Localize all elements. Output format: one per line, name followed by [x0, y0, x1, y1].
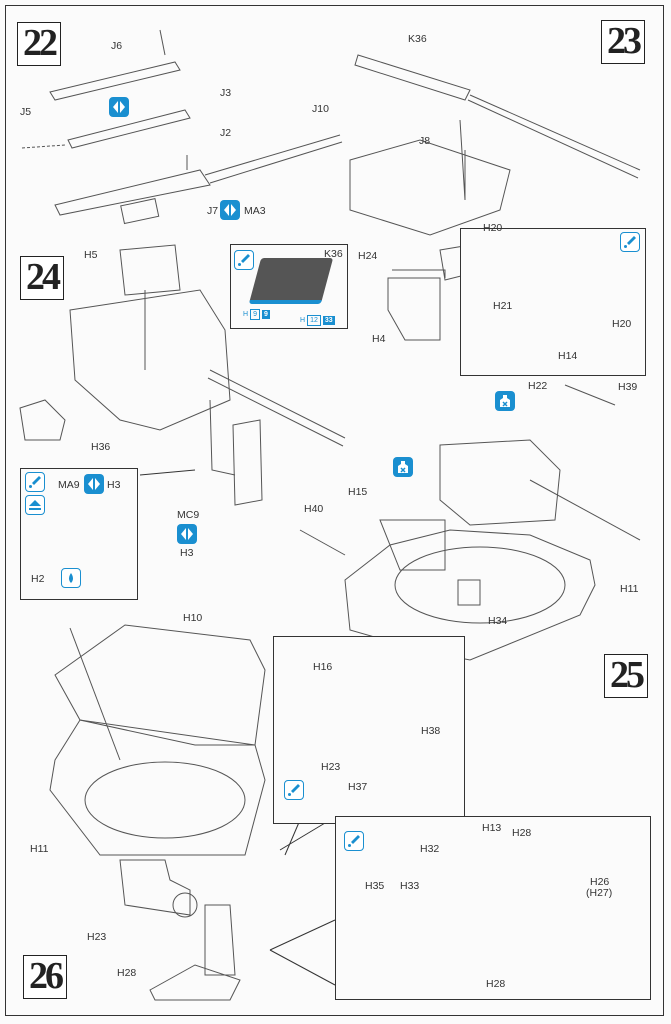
label-k36: K36	[408, 33, 427, 45]
attach-both-sides-icon	[84, 474, 104, 494]
label-h14: H14	[558, 350, 578, 362]
step-number-24: 24	[20, 256, 64, 300]
label-j10: J10	[312, 103, 329, 115]
page-frame	[5, 5, 664, 1016]
label-h37: H37	[348, 781, 368, 793]
label-h13: H13	[482, 822, 502, 834]
paint-brush-icon	[234, 250, 254, 270]
paint-brush-icon	[344, 831, 364, 851]
label-h20: H20	[483, 222, 503, 234]
paint-code-left: H 9 9	[243, 309, 270, 320]
part-k36-gun	[349, 54, 641, 236]
label-h10: H10	[183, 612, 203, 624]
label-h5: H5	[84, 249, 98, 261]
paint-brush-icon	[284, 780, 304, 800]
do-not-glue-icon	[393, 457, 413, 477]
label-h40: H40	[304, 503, 324, 515]
label-ma9: MA9	[58, 479, 80, 491]
label-h27: (H27)	[586, 887, 613, 899]
attach-both-sides-icon	[109, 97, 129, 117]
part-h36	[19, 399, 66, 441]
label-h24: H24	[358, 250, 378, 262]
callout-seat-assembly	[335, 816, 651, 1000]
part-h11-ring	[299, 384, 641, 661]
attach-both-sides-icon	[177, 524, 197, 544]
face-up-icon	[25, 495, 45, 515]
part-receiver-step24	[69, 244, 346, 447]
label-h11: H11	[620, 583, 639, 595]
part-h4	[387, 269, 446, 341]
step-number-23: 23	[601, 20, 645, 64]
label-h34: H34	[488, 615, 508, 627]
label-h28-turret: H28	[117, 967, 137, 979]
label-k36-callout: K36	[324, 248, 343, 260]
label-h26: H26	[590, 876, 610, 888]
glue-drop-icon	[61, 568, 81, 588]
paint-brush-icon	[620, 232, 640, 252]
callout-h16-h23-h38	[273, 636, 465, 824]
label-h28-bottom: H28	[486, 978, 506, 990]
label-ma3: MA3	[244, 205, 266, 217]
step-number-26: 26	[23, 955, 67, 999]
step-number-22: 22	[17, 22, 61, 66]
label-h15: H15	[348, 486, 368, 498]
label-h39: H39	[618, 381, 638, 393]
label-j5: J5	[20, 106, 32, 118]
label-h36: H36	[91, 441, 111, 453]
label-h3: H3	[180, 547, 194, 559]
part-k36-box-illustration	[248, 258, 334, 304]
label-h33: H33	[400, 880, 420, 892]
label-h20-callout: H20	[612, 318, 632, 330]
part-j2	[21, 109, 191, 149]
label-h2: H2	[31, 573, 45, 585]
paint-brush-icon	[25, 472, 45, 492]
label-j8: J8	[419, 135, 431, 147]
label-j6: J6	[111, 40, 123, 52]
label-h16: H16	[313, 661, 333, 673]
label-h23-callout: H23	[321, 761, 341, 773]
label-j7: J7	[207, 205, 219, 217]
label-h28-top: H28	[512, 827, 532, 839]
paint-code-right: H 12 33	[300, 315, 335, 326]
step-number-25: 25	[604, 654, 648, 698]
label-j3: J3	[220, 87, 232, 99]
label-mc9: MC9	[177, 509, 200, 521]
callout-h20-h21-h14	[460, 228, 646, 376]
part-mc9	[209, 399, 263, 506]
label-h32: H32	[420, 843, 440, 855]
part-j3	[49, 29, 181, 101]
label-h21: H21	[493, 300, 513, 312]
label-h22: H22	[528, 380, 548, 392]
label-h11-turret: H11	[30, 843, 49, 855]
label-h38: H38	[421, 725, 441, 737]
do-not-glue-icon	[495, 391, 515, 411]
label-j2: J2	[220, 127, 232, 139]
part-h10-turret	[49, 624, 266, 1001]
label-h3-callout: H3	[107, 479, 121, 491]
attach-both-sides-icon	[220, 200, 240, 220]
part-j10-barrel	[54, 134, 343, 225]
label-h35: H35	[365, 880, 385, 892]
label-h4: H4	[372, 333, 386, 345]
label-h23-turret: H23	[87, 931, 107, 943]
